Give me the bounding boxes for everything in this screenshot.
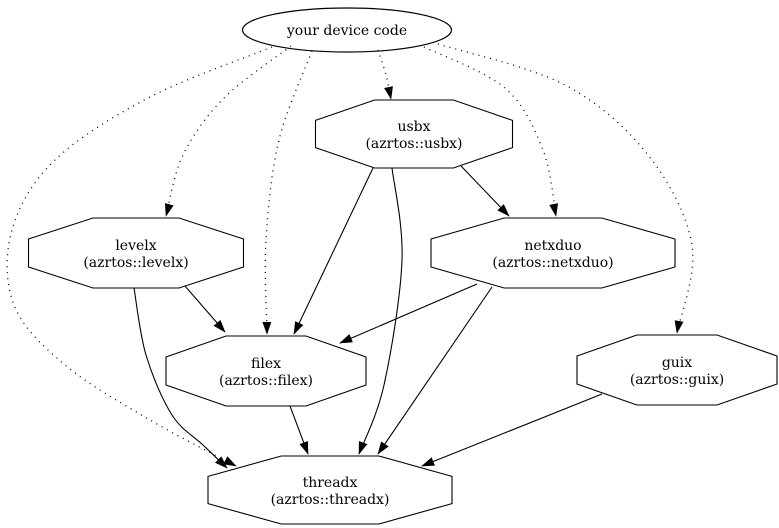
usbx-label-line1: usbx <box>397 119 430 135</box>
guix-label-line1: guix <box>662 355 692 371</box>
filex-octagon-shape <box>165 335 367 407</box>
node-device: your device code <box>241 7 453 53</box>
device-label: your device code <box>286 23 407 39</box>
edge-usbx-filex <box>293 167 374 335</box>
nodes-layer: your device codeusbx(azrtos::usbx)levelx… <box>27 7 778 525</box>
edge-device-guix <box>437 43 694 334</box>
filex-label-line1: filex <box>251 356 281 372</box>
threadx-octagon-shape <box>207 455 453 525</box>
guix-octagon-shape <box>576 334 778 406</box>
usbx-label: usbx(azrtos::usbx) <box>365 119 462 152</box>
edge-netxduo-threadx <box>377 286 493 455</box>
edge-device-threadx <box>6 46 273 467</box>
node-filex: filex(azrtos::filex) <box>165 335 367 407</box>
threadx-label-line2: (azrtos::threadx) <box>271 492 390 508</box>
guix-label: guix(azrtos::guix) <box>630 355 724 388</box>
levelx-label: levelx(azrtos::levelx) <box>83 238 188 271</box>
node-netxduo: netxduo(azrtos::netxduo) <box>430 217 676 289</box>
node-usbx: usbx(azrtos::usbx) <box>314 99 514 169</box>
levelx-label-line1: levelx <box>115 238 156 254</box>
edge-netxduo-filex <box>339 283 478 344</box>
edge-guix-threadx <box>421 393 603 467</box>
netxduo-label: netxduo(azrtos::netxduo) <box>492 238 613 271</box>
node-threadx: threadx(azrtos::threadx) <box>207 455 453 525</box>
edge-filex-threadx <box>289 405 309 455</box>
edge-levelx-threadx <box>133 287 228 469</box>
edge-device-filex <box>262 50 313 335</box>
levelx-octagon-shape <box>27 217 245 289</box>
edges-layer <box>6 43 694 469</box>
threadx-label: threadx(azrtos::threadx) <box>271 475 390 508</box>
filex-label: filex(azrtos::filex) <box>219 356 313 389</box>
edge-usbx-netxduo <box>460 165 510 217</box>
edge-device-levelx <box>164 45 292 217</box>
guix-label-line2: (azrtos::guix) <box>630 372 724 388</box>
node-levelx: levelx(azrtos::levelx) <box>27 217 245 289</box>
edge-usbx-threadx <box>358 167 403 455</box>
filex-label-line2: (azrtos::filex) <box>219 373 313 389</box>
netxduo-label-line1: netxduo <box>524 238 581 254</box>
netxduo-octagon-shape <box>430 217 676 289</box>
netxduo-label-line2: (azrtos::netxduo) <box>492 255 613 271</box>
edge-levelx-filex <box>184 285 226 333</box>
threadx-label-line1: threadx <box>303 475 358 491</box>
device-ellipse-shape <box>241 7 453 53</box>
edge-device-usbx <box>377 49 393 100</box>
levelx-label-line2: (azrtos::levelx) <box>83 255 188 271</box>
usbx-octagon-shape <box>314 99 514 169</box>
usbx-label-line2: (azrtos::usbx) <box>365 136 462 152</box>
node-guix: guix(azrtos::guix) <box>576 334 778 406</box>
